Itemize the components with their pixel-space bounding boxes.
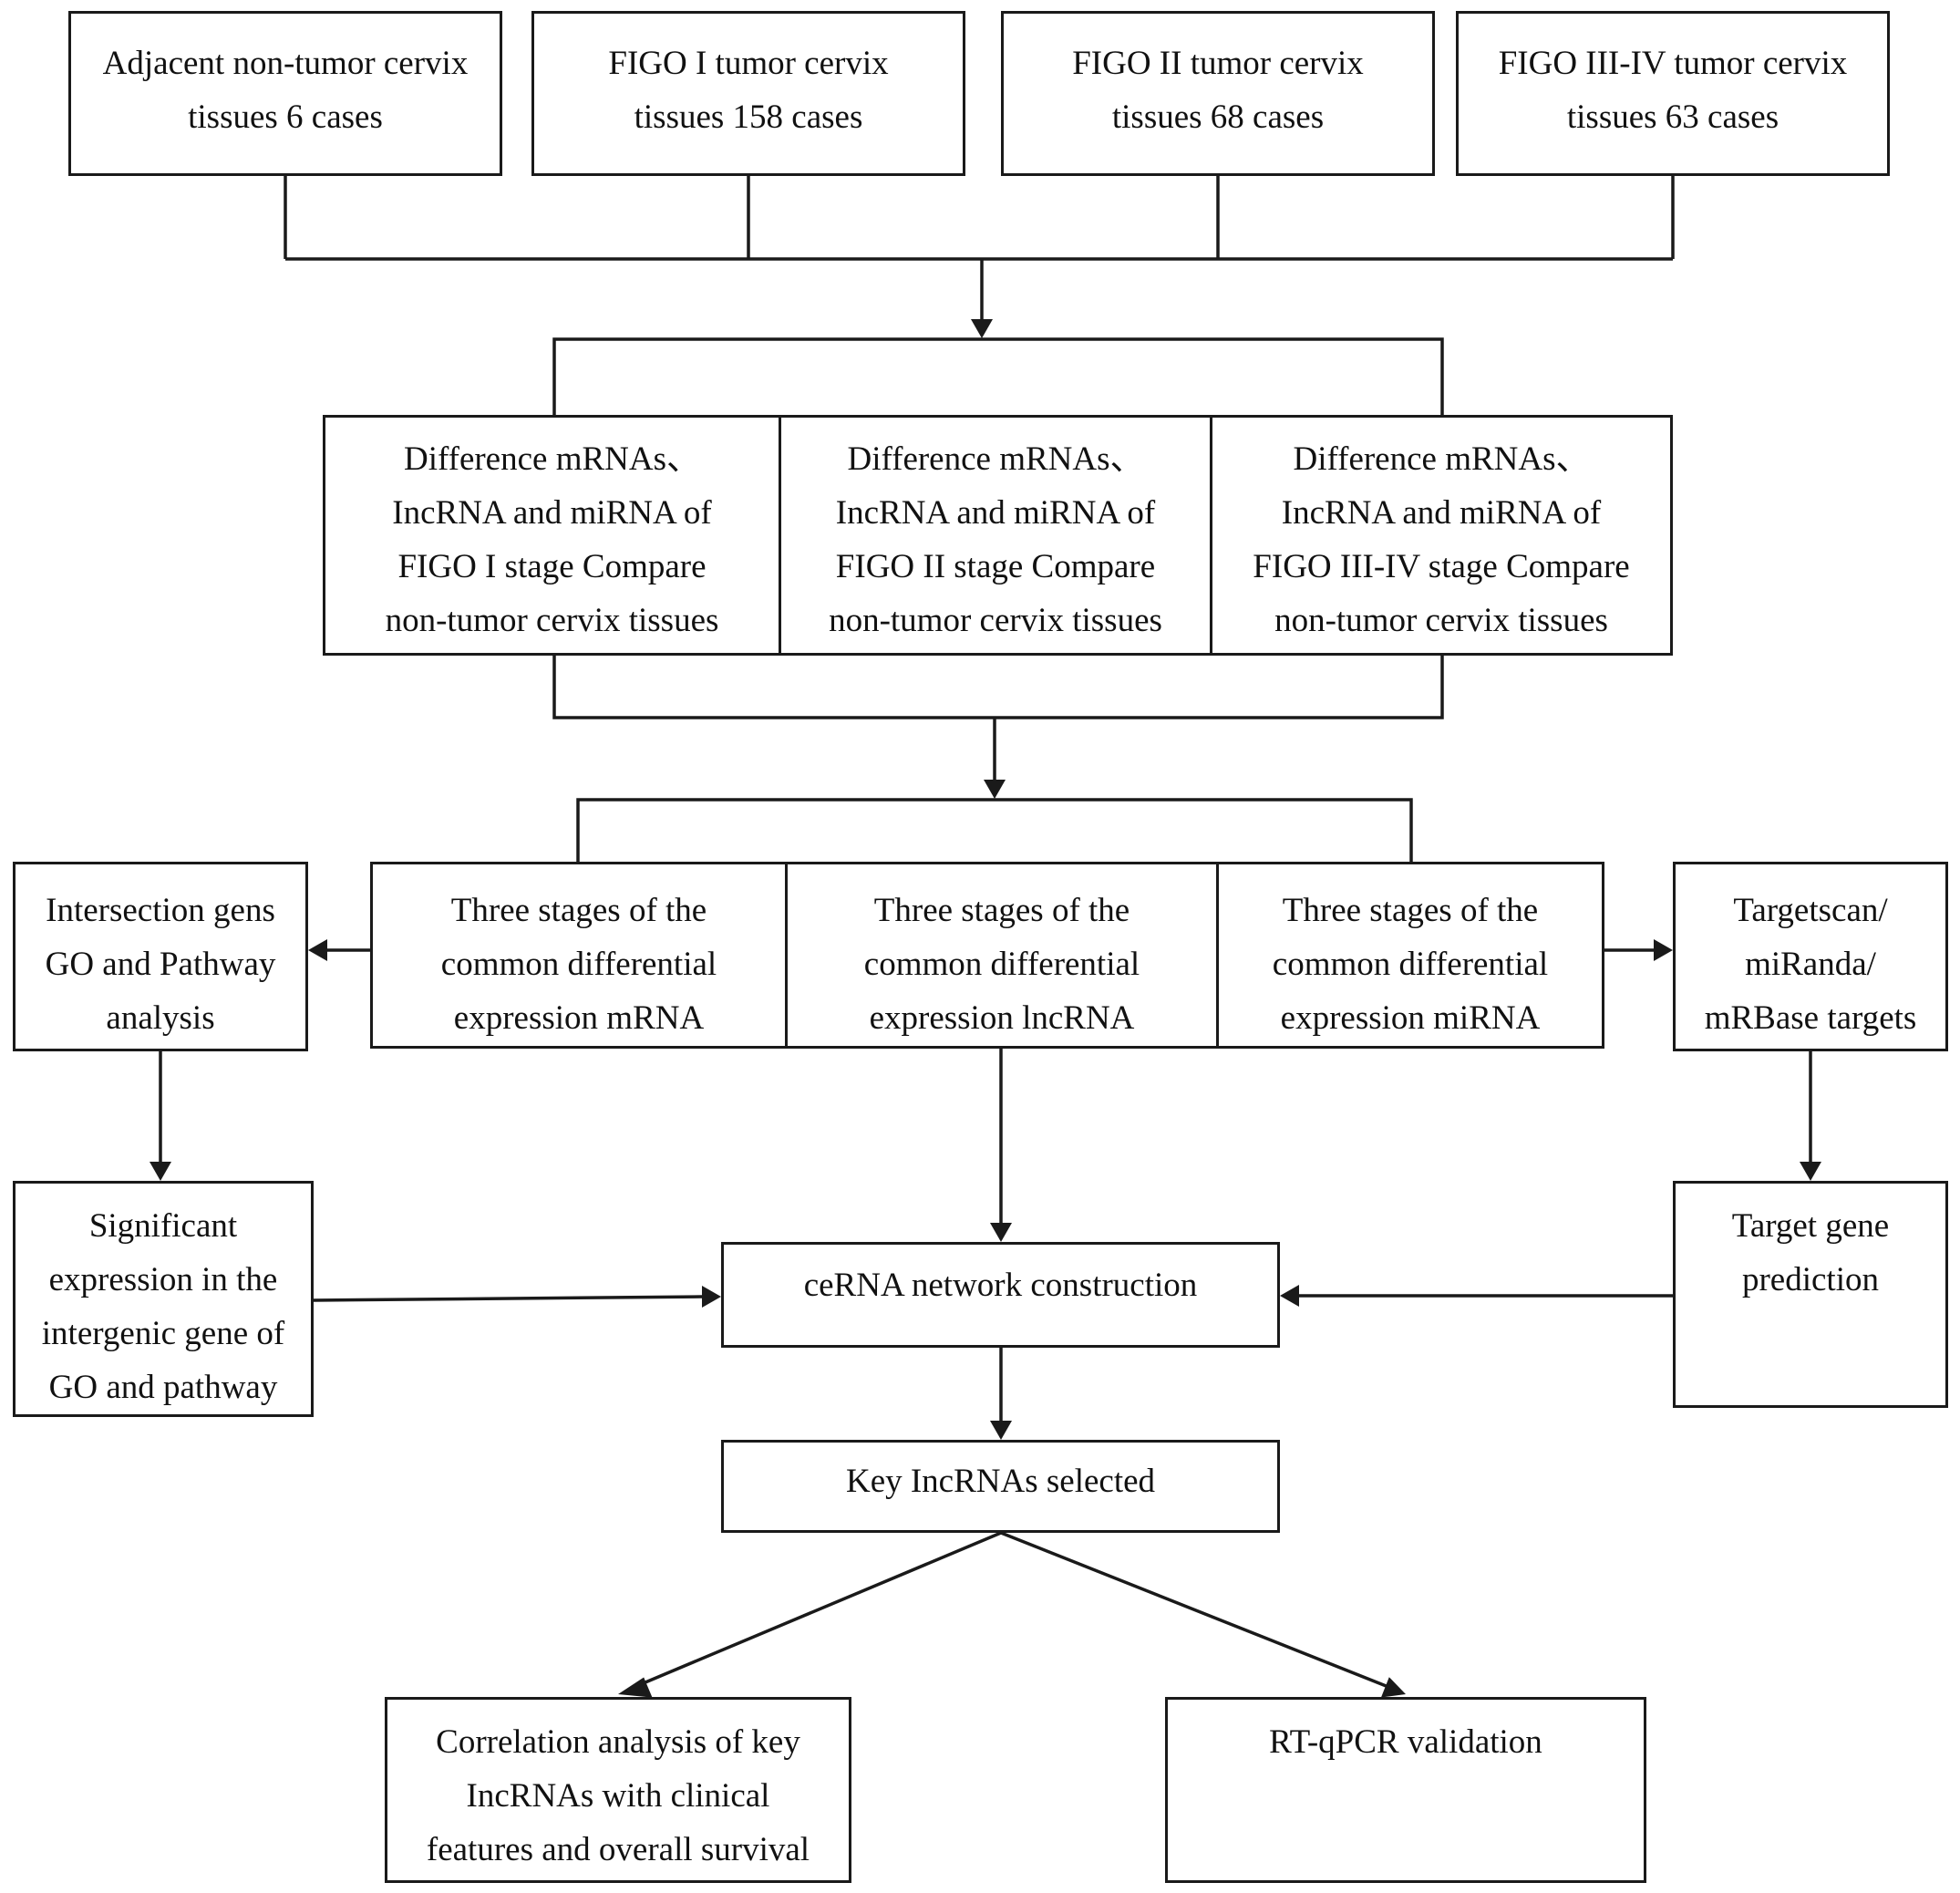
- arrowhead: [618, 1677, 653, 1698]
- box-text: Adjacent non-tumor cervix: [102, 45, 469, 82]
- box-text: Intersection gens: [46, 892, 275, 929]
- arrowhead: [971, 319, 993, 338]
- box-text: IncRNA and miRNA of: [1281, 494, 1602, 532]
- common-mirna-box: Three stages of the common differential …: [1216, 862, 1604, 1049]
- sample-box-adjacent: Adjacent non-tumor cervix tissues 6 case…: [68, 11, 502, 176]
- arrow-shaft: [313, 1295, 703, 1302]
- box-text: Difference mRNAs、: [1293, 440, 1590, 478]
- box-text: miRanda/: [1745, 946, 1876, 983]
- box-text: expression lncRNA: [869, 999, 1135, 1037]
- key-lncrnas-box: Key IncRNAs selected: [721, 1440, 1280, 1533]
- arrowhead: [1654, 939, 1673, 961]
- box-text: GO and pathway: [48, 1369, 278, 1406]
- box-text: Correlation analysis of key: [436, 1723, 800, 1761]
- box-text: common differential: [1272, 946, 1549, 983]
- box-text: ceRNA network construction: [803, 1267, 1198, 1304]
- box-text: FIGO II stage Compare: [835, 548, 1156, 585]
- box-text: expression in the: [48, 1261, 278, 1298]
- box-text: non-tumor cervix tissues: [829, 602, 1162, 639]
- sample-box-figo-i: FIGO I tumor cervix tissues 158 cases: [531, 11, 965, 176]
- target-gene-prediction-box: Target gene prediction: [1673, 1181, 1948, 1408]
- box-text: FIGO I stage Compare: [397, 548, 707, 585]
- sample-box-figo-ii: FIGO II tumor cervix tissues 68 cases: [1001, 11, 1435, 176]
- box-text: tissues 68 cases: [1111, 98, 1325, 136]
- common-lncrna-box: Three stages of the common differential …: [785, 862, 1219, 1049]
- arrowhead: [702, 1286, 721, 1308]
- box-text: Three stages of the: [450, 892, 707, 929]
- box-text: non-tumor cervix tissues: [385, 602, 719, 639]
- box-text: IncRNA and miRNA of: [392, 494, 712, 532]
- box-text: expression miRNA: [1280, 999, 1541, 1037]
- cerna-network-box: ceRNA network construction: [721, 1242, 1280, 1348]
- comparison-box-figo-iii-iv: Difference mRNAs、 IncRNA and miRNA of FI…: [1210, 415, 1673, 656]
- rt-qpcr-validation-box: RT-qPCR validation: [1165, 1697, 1646, 1883]
- arrow-shaft: [1000, 1531, 1389, 1689]
- box-text: Difference mRNAs、: [403, 440, 701, 478]
- box-text: GO and Pathway: [45, 946, 276, 983]
- connector-bracket: [552, 337, 1444, 415]
- box-text: tissues 158 cases: [634, 98, 863, 136]
- box-text: tissues 6 cases: [188, 98, 383, 136]
- box-text: FIGO III-IV tumor cervix: [1498, 45, 1848, 82]
- box-text: Three stages of the: [873, 892, 1130, 929]
- connector-bracket: [552, 656, 1444, 719]
- box-text: FIGO II tumor cervix: [1072, 45, 1364, 82]
- box-text: Target gene: [1731, 1207, 1890, 1245]
- box-text: Key IncRNAs selected: [845, 1463, 1156, 1500]
- box-text: mRBase targets: [1704, 999, 1917, 1037]
- box-text: analysis: [106, 999, 215, 1037]
- box-text: tissues 63 cases: [1566, 98, 1779, 136]
- common-mrna-box: Three stages of the common differential …: [370, 862, 788, 1049]
- arrowhead: [990, 1421, 1012, 1440]
- comparison-box-figo-i: Difference mRNAs、 IncRNA and miRNA of FI…: [323, 415, 781, 656]
- box-text: common differential: [863, 946, 1140, 983]
- box-text: Significant: [88, 1207, 238, 1245]
- comparison-box-figo-ii: Difference mRNAs、 IncRNA and miRNA of FI…: [779, 415, 1212, 656]
- arrowhead: [984, 780, 1006, 799]
- box-text: prediction: [1741, 1261, 1879, 1298]
- connector-bracket: [576, 798, 1413, 862]
- box-text: common differential: [440, 946, 717, 983]
- sample-box-figo-iii-iv: FIGO III-IV tumor cervix tissues 63 case…: [1456, 11, 1890, 176]
- correlation-analysis-box: Correlation analysis of key IncRNAs with…: [385, 1697, 851, 1883]
- arrow-shaft: [634, 1531, 1002, 1689]
- box-text: Three stages of the: [1282, 892, 1539, 929]
- intersection-box: Intersection gens GO and Pathway analysi…: [13, 862, 308, 1051]
- box-text: IncRNAs with clinical: [466, 1777, 770, 1815]
- box-text: FIGO III-IV stage Compare: [1253, 548, 1630, 585]
- box-text: features and overall survival: [426, 1831, 810, 1868]
- arrowhead: [150, 1162, 171, 1181]
- box-text: expression mRNA: [453, 999, 705, 1037]
- box-text: non-tumor cervix tissues: [1274, 602, 1608, 639]
- arrowhead: [1280, 1285, 1299, 1307]
- box-text: FIGO I tumor cervix: [608, 45, 889, 82]
- targetscan-box: Targetscan/ miRanda/ mRBase targets: [1673, 862, 1948, 1051]
- arrowhead: [1800, 1162, 1821, 1181]
- arrowhead: [308, 939, 327, 961]
- arrowhead: [1381, 1677, 1406, 1698]
- box-text: IncRNA and miRNA of: [835, 494, 1156, 532]
- box-text: Targetscan/: [1733, 892, 1888, 929]
- significant-expression-box: Significant expression in the intergenic…: [13, 1181, 314, 1417]
- box-text: Difference mRNAs、: [847, 440, 1144, 478]
- arrowhead: [990, 1223, 1012, 1242]
- box-text: intergenic gene of: [41, 1315, 285, 1352]
- box-text: RT-qPCR validation: [1269, 1723, 1542, 1761]
